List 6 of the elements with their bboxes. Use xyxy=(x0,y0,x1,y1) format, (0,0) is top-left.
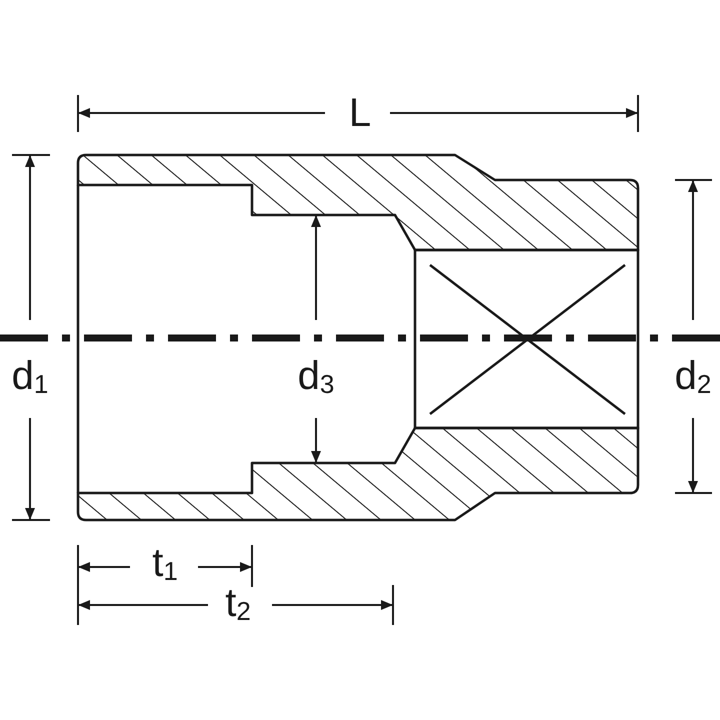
dimension-label: d$_{2}$ xyxy=(674,356,712,401)
dimension-label: t$_{1}$ xyxy=(152,543,178,588)
dimension-label: L xyxy=(348,93,372,133)
dimension-label: t$_{2}$ xyxy=(225,583,251,628)
dimension-label: d$_{3}$ xyxy=(298,356,334,401)
dimension-label: d$_{1}$ xyxy=(12,356,48,401)
